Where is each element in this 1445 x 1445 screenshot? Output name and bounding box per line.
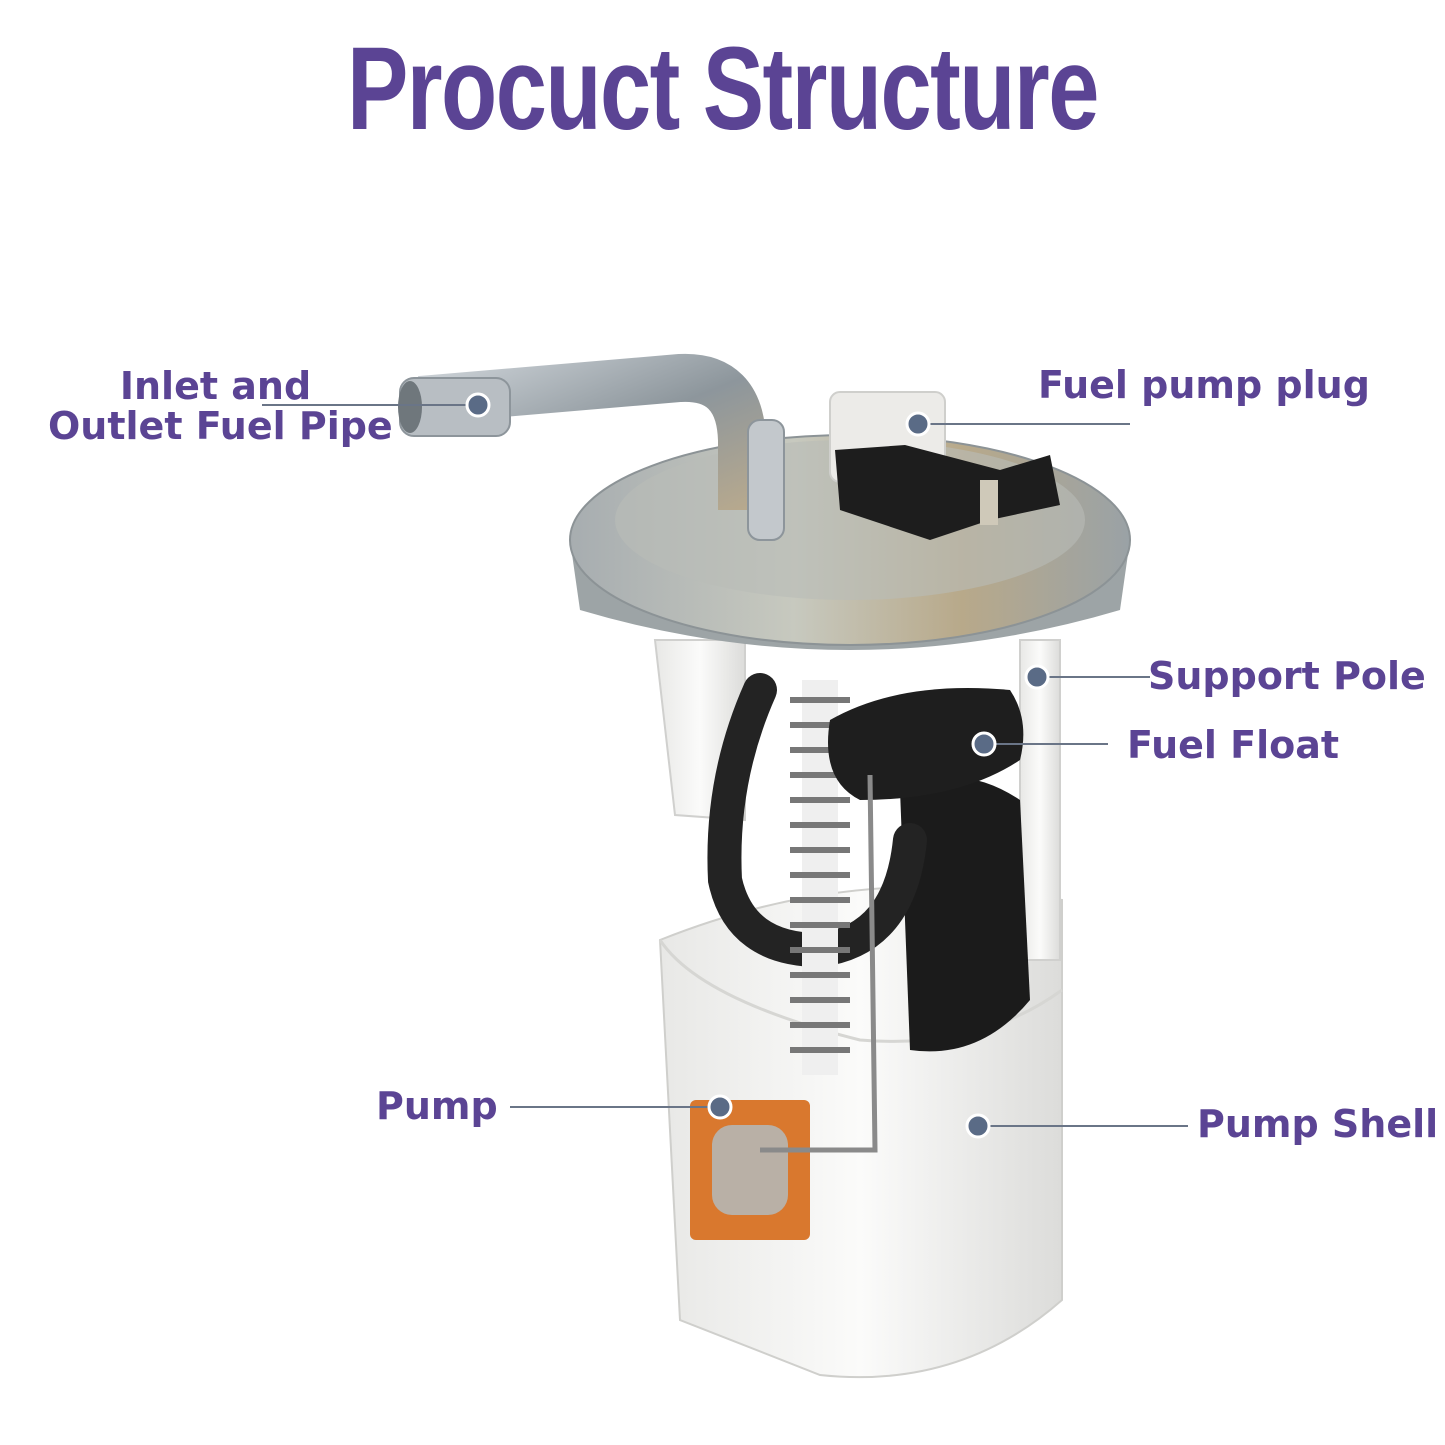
fuel-pipe-part — [398, 353, 785, 541]
label-support-pole: Support Pole — [1148, 654, 1426, 698]
spring — [790, 680, 850, 1075]
page-title: Procuct Structure — [346, 23, 1099, 155]
callout-dot-pump — [707, 1094, 733, 1120]
fuel-float-part — [760, 688, 1024, 1153]
label-fuel-pipe-line1: Inlet and — [119, 364, 312, 408]
label-fuel-pipe: Inlet and Outlet Fuel Pipe — [48, 364, 393, 448]
callout-dot-fuel-float — [971, 731, 997, 757]
label-fuel-pipe-line2: Outlet Fuel Pipe — [48, 404, 393, 448]
label-pump: Pump — [376, 1084, 498, 1128]
callout-dot-fuel-pipe — [465, 392, 491, 418]
callout-dot-support-pole — [1024, 664, 1050, 690]
leader-lines — [262, 404, 1188, 1127]
support-pole-part — [1019, 639, 1061, 961]
callout-dot-fuel-pump-plug — [905, 411, 931, 437]
label-fuel-float: Fuel Float — [1127, 723, 1340, 767]
pump-body — [900, 777, 1030, 1052]
callout-dot-pump-shell — [965, 1113, 991, 1139]
label-pump-shell: Pump Shell — [1197, 1102, 1439, 1146]
braided-hose — [707, 673, 927, 968]
label-fuel-pump-plug: Fuel pump plug — [1038, 363, 1370, 407]
